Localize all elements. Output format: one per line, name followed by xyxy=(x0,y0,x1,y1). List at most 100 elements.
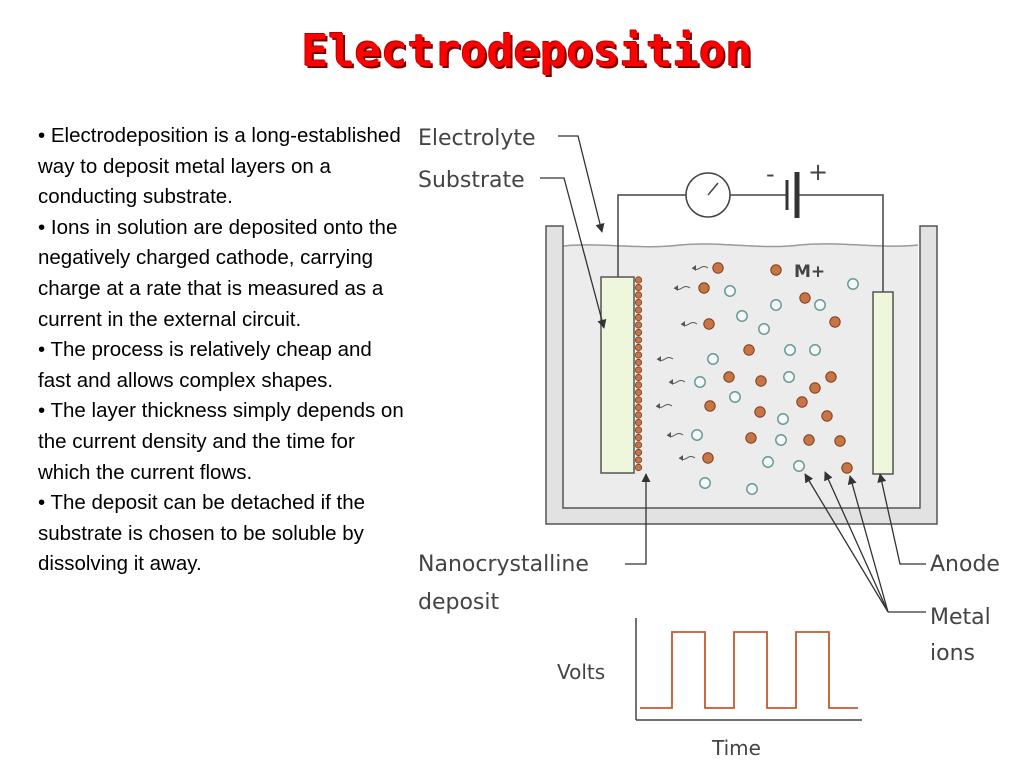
deposit-grain xyxy=(634,343,643,352)
tank xyxy=(545,225,938,525)
waveform-y-label: Volts xyxy=(557,660,605,684)
deposit-grain xyxy=(634,403,643,412)
motion-arrowhead xyxy=(667,432,671,438)
metal-ion xyxy=(691,429,703,441)
metal-ion xyxy=(703,318,715,330)
metal-ion xyxy=(847,278,859,290)
metal-ions-leader xyxy=(847,475,889,613)
metal-ion xyxy=(745,432,757,444)
deposit-grain xyxy=(634,283,643,292)
metal-ion xyxy=(814,299,826,311)
motion-arrowhead xyxy=(692,265,696,271)
metal-ion xyxy=(825,371,837,383)
deposit-grain xyxy=(634,291,643,299)
bullet-item: • The deposit can be detached if the sub… xyxy=(38,491,366,576)
metal-ions-leader xyxy=(824,471,889,613)
deposit-grain xyxy=(634,306,643,314)
substrate-label: Substrate xyxy=(418,168,525,193)
metal-ion xyxy=(841,462,853,474)
deposit-grain xyxy=(634,456,643,464)
deposit-grain xyxy=(634,336,643,344)
deposit-grain xyxy=(634,276,643,284)
deposit-grain xyxy=(634,396,643,404)
deposit-grain xyxy=(634,411,643,419)
electrolyte-label: Electrolyte xyxy=(418,126,536,151)
anode-leader xyxy=(877,473,926,565)
ions-label: ions xyxy=(930,641,975,666)
metal-label: Metal xyxy=(930,605,991,630)
slide-title: Electrodeposition xyxy=(301,26,753,77)
motion-arrowhead xyxy=(656,403,660,409)
nanocrystalline-label: Nanocrystalline xyxy=(418,552,589,577)
motion-arrowhead xyxy=(679,455,683,461)
deposit-grain xyxy=(634,351,643,359)
bullet-item: • Electrodeposition is a long-establishe… xyxy=(38,124,401,209)
bullet-item: • The layer thickness simply depends on … xyxy=(38,399,404,484)
metal-ion xyxy=(746,483,758,495)
metal-ion xyxy=(704,400,716,412)
motion-arrowhead xyxy=(657,356,661,362)
ion-label: M+ xyxy=(794,262,825,282)
metal-ion xyxy=(834,435,846,447)
metal-ion xyxy=(754,406,766,418)
metal-ion xyxy=(777,413,789,425)
deposit-grain xyxy=(634,381,643,389)
metal-ion xyxy=(702,452,714,464)
motion-arrowhead xyxy=(669,379,673,385)
metal-ion xyxy=(723,371,735,383)
anode xyxy=(872,291,894,475)
metal-ion xyxy=(698,282,710,294)
deposit-grain xyxy=(634,448,643,457)
motion-arrowhead xyxy=(681,321,685,327)
metal-ion xyxy=(729,391,741,403)
metal-ions xyxy=(655,262,859,495)
battery-minus-sign: - xyxy=(766,160,775,188)
metal-ion xyxy=(707,353,719,365)
metal-ion xyxy=(783,371,795,383)
battery-plus-sign: + xyxy=(808,158,828,186)
electrolyte-solution xyxy=(563,243,918,510)
ammeter-needle xyxy=(707,182,719,196)
pulse-waveform xyxy=(640,631,858,709)
metal-ion xyxy=(821,410,833,422)
deposit-grain xyxy=(634,426,643,434)
metal-ion xyxy=(775,434,787,446)
metal-ion xyxy=(793,460,805,472)
deposit-grain xyxy=(634,328,643,337)
metal-ion xyxy=(803,434,815,446)
cathode-substrate xyxy=(600,276,635,474)
metal-ion xyxy=(758,323,770,335)
circuit-wire xyxy=(617,194,686,277)
metal-ion xyxy=(770,299,782,311)
metal-ion xyxy=(712,262,724,274)
deposit-grain xyxy=(634,463,643,472)
deposit-grain xyxy=(634,321,643,329)
deposit-grain xyxy=(634,313,643,322)
anode-label: Anode xyxy=(930,552,1000,577)
metal-ion xyxy=(770,264,782,276)
metal-ion xyxy=(784,344,796,356)
bullet-item: • The process is relatively cheap and fa… xyxy=(38,338,372,392)
metal-ion xyxy=(743,344,755,356)
circuit-wire xyxy=(798,194,884,292)
metal-ion xyxy=(755,375,767,387)
metal-ion xyxy=(762,456,774,468)
deposit-grain xyxy=(634,298,643,307)
electrolyte-leader xyxy=(558,135,605,233)
deposit-label: deposit xyxy=(418,590,499,615)
deposit-grain xyxy=(634,388,643,397)
metal-ion xyxy=(694,376,706,388)
nanocrystalline-deposit xyxy=(634,276,643,472)
deposit-grain xyxy=(634,373,643,382)
electrolyte-surface xyxy=(562,243,919,248)
metal-ion xyxy=(699,477,711,489)
deposit-grain xyxy=(634,418,643,427)
deposit-grain xyxy=(634,433,643,442)
metal-ion xyxy=(796,396,808,408)
deposit-grain xyxy=(634,441,643,449)
waveform-x-label: Time xyxy=(711,736,761,760)
metal-ions-leader xyxy=(804,473,889,613)
bullet-item: • Ions in solution are deposited onto th… xyxy=(38,215,398,331)
bullet-list: • Electrodeposition is a long-establishe… xyxy=(38,121,410,580)
